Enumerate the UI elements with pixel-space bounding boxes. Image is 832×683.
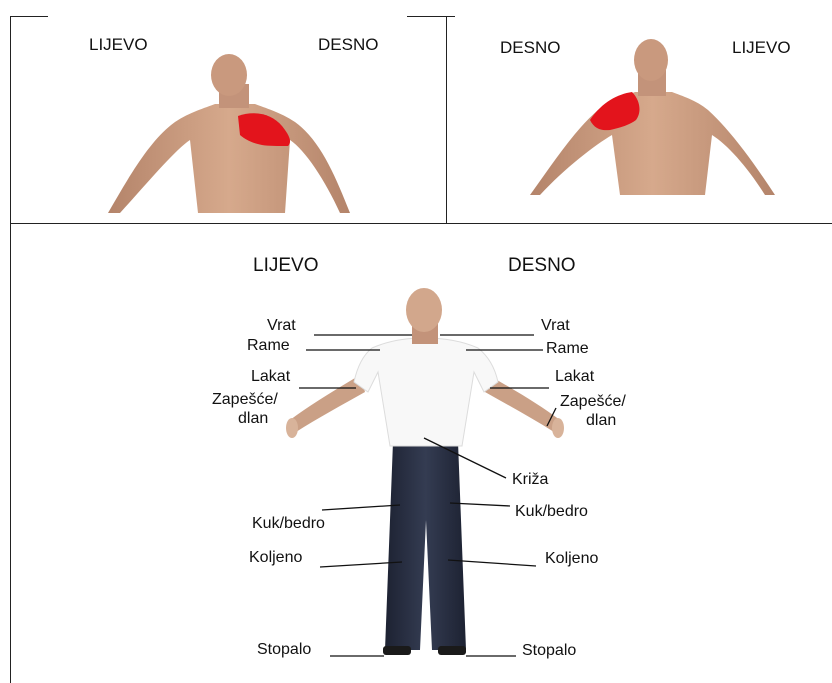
right-label-vrat: Vrat — [541, 318, 570, 334]
right-label-koljeno: Koljeno — [545, 551, 598, 567]
bottom-desno-header: DESNO — [508, 256, 576, 275]
left-label-vrat: Vrat — [267, 318, 296, 334]
right-label-kuk-bedro: Kuk/bedro — [515, 504, 588, 520]
left-label-zapesce: Zapešće/ — [212, 392, 278, 408]
top-right-lijevo-label: LIJEVO — [732, 39, 791, 56]
top-left-lijevo-label: LIJEVO — [89, 36, 148, 53]
top-right-desno-label: DESNO — [500, 39, 560, 56]
front-view-figure — [530, 39, 775, 195]
right-label-dlan: dlan — [586, 413, 616, 429]
right-label-zapesce: Zapešće/ — [560, 394, 626, 410]
bottom-lijevo-header: LIJEVO — [253, 256, 318, 275]
left-label-lakat: Lakat — [251, 369, 290, 385]
right-label-rame: Rame — [546, 341, 589, 357]
left-label-kuk-bedro: Kuk/bedro — [252, 516, 325, 532]
right-label-stopalo: Stopalo — [522, 643, 576, 659]
left-label-stopalo: Stopalo — [257, 642, 311, 658]
back-view-figure — [108, 54, 350, 213]
left-label-dlan: dlan — [238, 411, 268, 427]
right-label-kriza: Križa — [512, 472, 548, 488]
left-label-rame: Rame — [247, 338, 290, 354]
right-label-lakat: Lakat — [555, 369, 594, 385]
left-label-koljeno: Koljeno — [249, 550, 302, 566]
top-left-desno-label: DESNO — [318, 36, 378, 53]
